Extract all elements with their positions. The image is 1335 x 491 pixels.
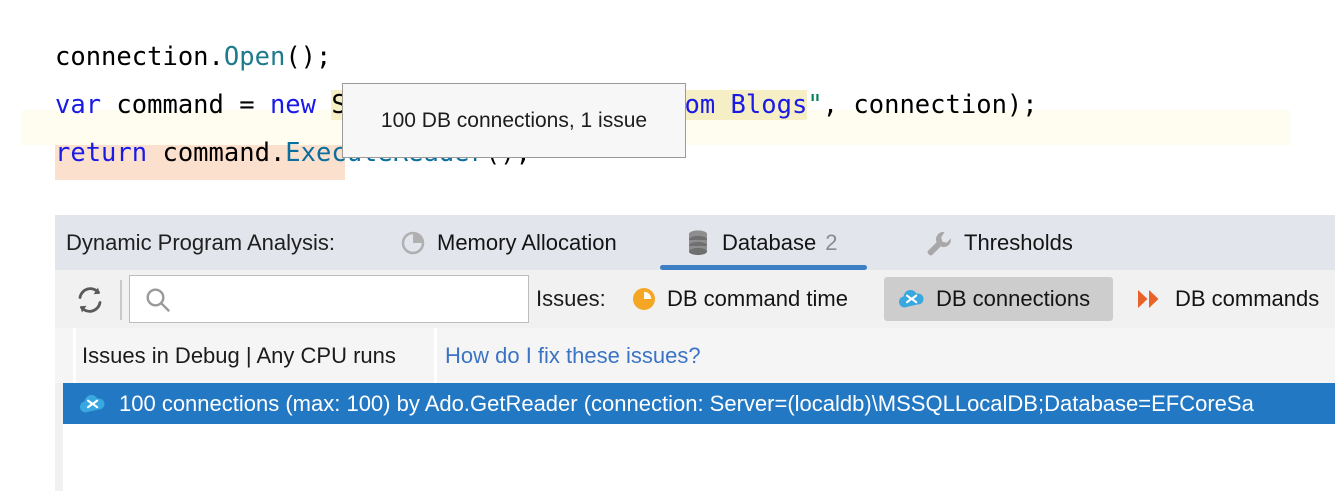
issues-list[interactable]: 100 connections (max: 100) by Ado.GetRea…: [63, 383, 1335, 491]
code-line-1-text: connection.Open();: [55, 42, 332, 72]
filter-chip-db-command-time-label: DB command time: [667, 286, 848, 311]
database-icon: [685, 229, 711, 257]
db-connection-icon: [896, 286, 926, 312]
list-item-label: 100 connections (max: 100) by Ado.GetRea…: [119, 390, 1254, 416]
tab-database-label: Database: [722, 229, 817, 255]
tab-database-count: 2: [825, 229, 838, 255]
panel-tabstrip: Dynamic Program Analysis: Memory Allocat…: [55, 215, 1335, 270]
tab-database[interactable]: Database 2: [685, 215, 837, 270]
db-connection-icon: [77, 391, 107, 417]
refresh-icon[interactable]: [73, 283, 107, 317]
search-icon: [144, 286, 172, 314]
subrow-left-divider: [73, 328, 76, 383]
search-input[interactable]: [180, 276, 524, 324]
tab-thresholds-label: Thresholds: [964, 229, 1073, 255]
tab-database-underline: [660, 265, 867, 270]
tab-thresholds[interactable]: Thresholds: [925, 215, 1073, 270]
tooltip-text: 100 DB connections, 1 issue: [380, 108, 648, 132]
scope-label: Issues in Debug | Any CPU runs: [82, 343, 396, 368]
clock-icon: [631, 286, 657, 312]
search-box[interactable]: [129, 275, 529, 324]
filter-chip-db-commands[interactable]: DB commands: [1123, 277, 1331, 321]
code-editor[interactable]: connection.Open(); var command = new Sql…: [0, 0, 1335, 200]
line-1-highlight: [55, 145, 345, 180]
wrench-icon: [925, 230, 953, 256]
subrow-mid-divider: [434, 328, 437, 383]
filter-chip-db-connections[interactable]: DB connections: [884, 277, 1113, 321]
db-connections-tooltip: 100 DB connections, 1 issue: [342, 83, 686, 158]
how-do-i-fix-link[interactable]: How do I fix these issues?: [445, 343, 701, 368]
panel-subrow: Issues in Debug | Any CPU runs How do I …: [55, 328, 1335, 383]
tab-memory-allocation[interactable]: Memory Allocation: [400, 215, 617, 270]
code-line-1[interactable]: connection.Open();: [0, 40, 1335, 180]
toolbar-separator: [120, 280, 122, 320]
filter-chip-db-command-time[interactable]: DB command time: [619, 277, 860, 321]
dynamic-program-analysis-panel: Dynamic Program Analysis: Memory Allocat…: [55, 215, 1335, 491]
panel-toolbar: Issues: DB command time: [55, 270, 1335, 328]
issues-label: Issues:: [536, 286, 606, 311]
list-item[interactable]: 100 connections (max: 100) by Ado.GetRea…: [63, 383, 1335, 424]
pie-chart-icon: [400, 230, 426, 256]
filter-chip-db-commands-label: DB commands: [1175, 286, 1320, 311]
filter-chip-db-connections-label: DB connections: [936, 286, 1091, 311]
double-chevron-icon: [1135, 287, 1165, 311]
panel-title: Dynamic Program Analysis:: [66, 230, 335, 255]
tab-memory-allocation-label: Memory Allocation: [437, 229, 617, 255]
